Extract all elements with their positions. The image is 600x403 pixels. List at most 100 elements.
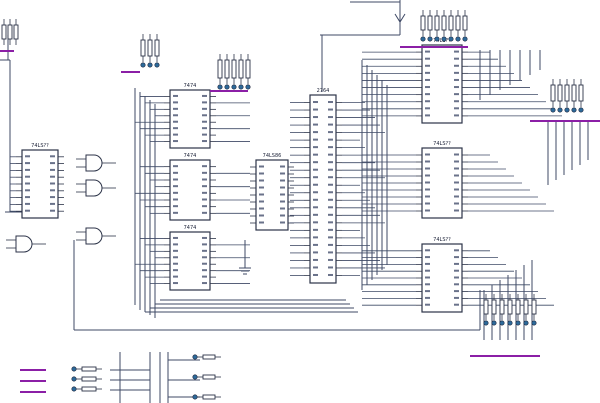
chip-title: 74LS?? (433, 237, 451, 243)
pin-label-mark (328, 236, 333, 239)
resistor-array-bottom (192, 354, 221, 400)
chip-title: 74LS86 (263, 153, 282, 159)
pin-label-mark (50, 182, 55, 185)
pin-label-mark (328, 161, 333, 164)
pin-label-mark (313, 153, 318, 156)
pin-label-mark (173, 171, 178, 174)
pin-label-mark (313, 108, 318, 111)
pin-label-mark (328, 198, 333, 201)
pin-label-mark (173, 269, 178, 272)
pin-label-mark (454, 167, 459, 170)
pin-label-mark (173, 94, 178, 97)
pin-label-mark (25, 209, 30, 212)
pin-label-mark (173, 140, 178, 143)
pin-label-mark (454, 50, 459, 53)
pin-label-mark (454, 78, 459, 81)
pin-label-mark (50, 155, 55, 158)
pin-label-mark (313, 273, 318, 276)
led-array-bottom-left (71, 366, 102, 392)
pin-label-mark (454, 269, 459, 272)
logic-gate (76, 227, 116, 245)
pin-label-mark (202, 185, 207, 188)
pin-label-mark (328, 116, 333, 119)
pin-label-mark (313, 221, 318, 224)
pin-label-mark (454, 296, 459, 299)
pin-label-mark (425, 174, 430, 177)
pin-label-mark (202, 256, 207, 259)
resistor-array-reg-right (217, 54, 251, 90)
pin-label-mark (173, 256, 178, 259)
pin-label-mark (173, 185, 178, 188)
pin-label-mark (202, 101, 207, 104)
pin-label-mark (328, 191, 333, 194)
chip-body (169, 89, 211, 149)
pin-label-mark (454, 256, 459, 259)
ic-chip-out-top: 74LS?? (416, 38, 468, 124)
pin-label-mark (173, 127, 178, 130)
pin-label-mark (202, 114, 207, 117)
logic-gate (6, 235, 46, 253)
chip-body (309, 94, 337, 284)
resistor-array-bottom-right (483, 294, 537, 326)
pin-label-mark (313, 123, 318, 126)
pin-label-mark (425, 303, 430, 306)
pin-label-mark (25, 162, 30, 165)
ic-chip-out-mid: 74LS?? (416, 141, 468, 219)
pin-label-mark (425, 57, 430, 60)
pin-label-mark (454, 174, 459, 177)
pin-label-mark (173, 249, 178, 252)
pin-label-mark (313, 101, 318, 104)
pin-label-mark (25, 175, 30, 178)
pin-label-mark (425, 209, 430, 212)
pin-label-mark (454, 276, 459, 279)
chip-title: 7474 (184, 153, 197, 159)
pin-label-mark (328, 131, 333, 134)
pin-label-mark (50, 175, 55, 178)
resistor-array-right (550, 79, 584, 113)
pin-label-mark (173, 198, 178, 201)
pin-label-mark (280, 200, 285, 203)
pin-label-mark (313, 116, 318, 119)
pin-label-mark (202, 94, 207, 97)
pin-label-mark (280, 221, 285, 224)
pin-label-mark (425, 71, 430, 74)
pin-label-mark (202, 269, 207, 272)
pin-label-mark (425, 283, 430, 286)
pin-label-mark (202, 275, 207, 278)
pin-label-mark (173, 211, 178, 214)
pin-label-mark (425, 78, 430, 81)
pin-label-mark (425, 256, 430, 259)
pin-label-mark (313, 131, 318, 134)
pin-label-mark (202, 107, 207, 110)
chip-title: 7474 (184, 83, 197, 89)
chip-title: 7474 (184, 225, 197, 231)
pin-label-mark (313, 243, 318, 246)
pin-label-mark (328, 221, 333, 224)
pin-label-mark (202, 133, 207, 136)
pin-label-mark (259, 165, 264, 168)
pin-label-mark (313, 191, 318, 194)
pin-label-mark (202, 243, 207, 246)
pin-label-mark (173, 282, 178, 285)
resistor-array-top-right (420, 10, 468, 42)
pin-label-mark (328, 176, 333, 179)
pin-label-mark (50, 189, 55, 192)
pin-label-mark (259, 214, 264, 217)
pin-label-mark (454, 114, 459, 117)
pin-label-mark (280, 186, 285, 189)
pin-label-mark (328, 153, 333, 156)
pin-label-mark (328, 251, 333, 254)
pin-label-mark (454, 93, 459, 96)
pin-label-mark (425, 153, 430, 156)
pin-label-mark (313, 176, 318, 179)
pin-label-mark (313, 138, 318, 141)
pin-label-mark (202, 120, 207, 123)
pin-label-mark (202, 140, 207, 143)
pin-label-mark (425, 114, 430, 117)
pin-label-mark (454, 181, 459, 184)
pin-label-mark (313, 206, 318, 209)
pin-label-mark (202, 211, 207, 214)
ic-chip-rom: 2764 (304, 88, 342, 284)
pin-label-mark (425, 181, 430, 184)
